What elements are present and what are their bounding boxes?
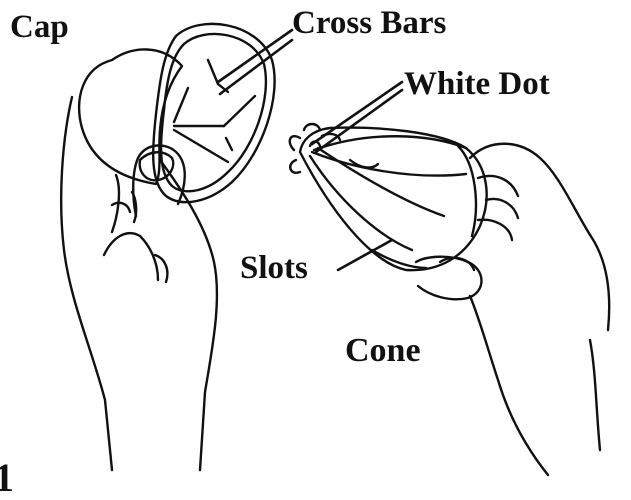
cone [290,124,487,270]
left-hand [61,97,217,470]
right-hand [416,144,609,475]
cone-label: Cone [345,334,421,368]
cap [79,24,275,202]
white-dot-leader-lower [316,90,402,152]
step-number: 1 [0,458,14,498]
cross-bars-label: Cross Bars [292,7,446,40]
slots-label: Slots [240,252,308,285]
white-dot-label: White Dot [404,68,550,101]
cap-label: Cap [10,11,69,44]
cross-bars-leader-lower [220,40,292,94]
white-dot-leader-upper [312,82,402,144]
